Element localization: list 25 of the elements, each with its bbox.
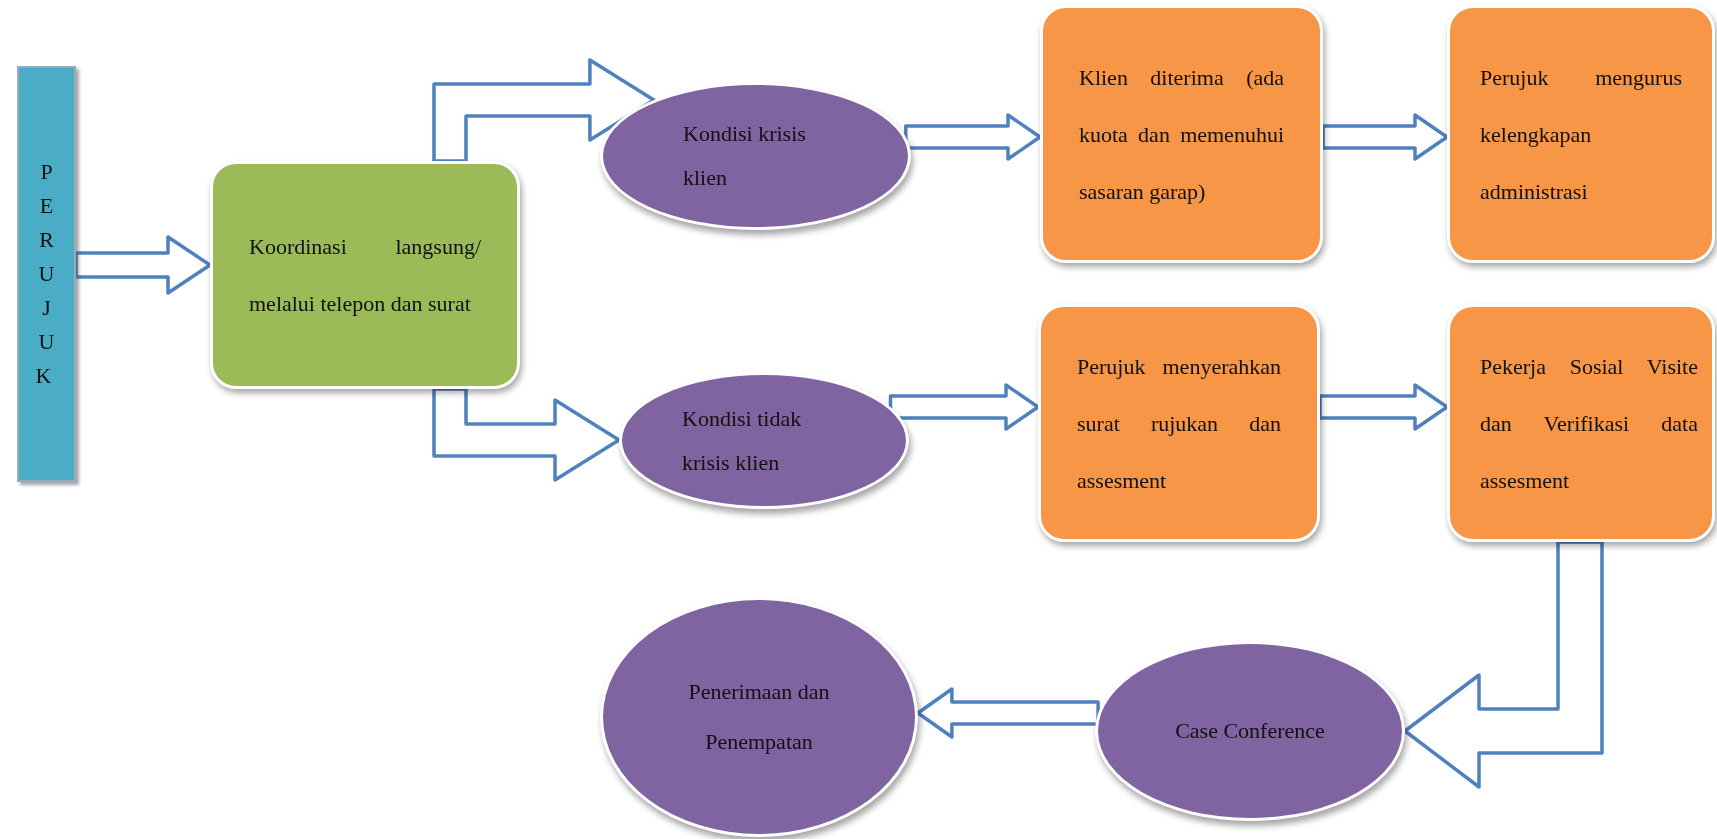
process-box — [1038, 304, 1320, 542]
process-box — [1447, 304, 1715, 542]
block-arrow — [888, 383, 1040, 431]
block-arrow — [432, 387, 621, 482]
node-text: Kondisi tidak krisis klien — [682, 404, 803, 477]
node-text: Pekerja Sosial Visite dan Verifikasi data assesment — [1480, 352, 1698, 495]
source-bar — [17, 66, 76, 482]
block-arrow — [74, 235, 212, 295]
process-box — [1447, 5, 1715, 263]
node-text: Perujuk mengurus kelengkapan administrasi — [1480, 63, 1682, 206]
block-arrow — [1318, 383, 1449, 431]
block-arrow — [1321, 113, 1449, 161]
node-text: Case Conference — [1175, 717, 1325, 745]
process-box — [1040, 5, 1323, 263]
node-text: Perujuk menyerahkan surat rujukan dan assesment — [1077, 352, 1281, 495]
block-arrow — [1403, 540, 1604, 789]
node-text: Klien diterima (ada kuota dan memenuhui sasaran garap) — [1079, 63, 1284, 206]
node-text: Penerimaan dan Penempatan — [687, 678, 831, 756]
node-text: Kondisi krisis klien — [683, 120, 807, 192]
node-text: Koordinasi langsung/ melalui telepon dan surat — [249, 233, 481, 318]
block-arrow — [432, 58, 656, 163]
vertical-label: PERUJUK — [35, 158, 56, 390]
process-box — [210, 161, 520, 389]
block-arrow — [904, 113, 1042, 161]
block-arrow — [916, 687, 1100, 739]
